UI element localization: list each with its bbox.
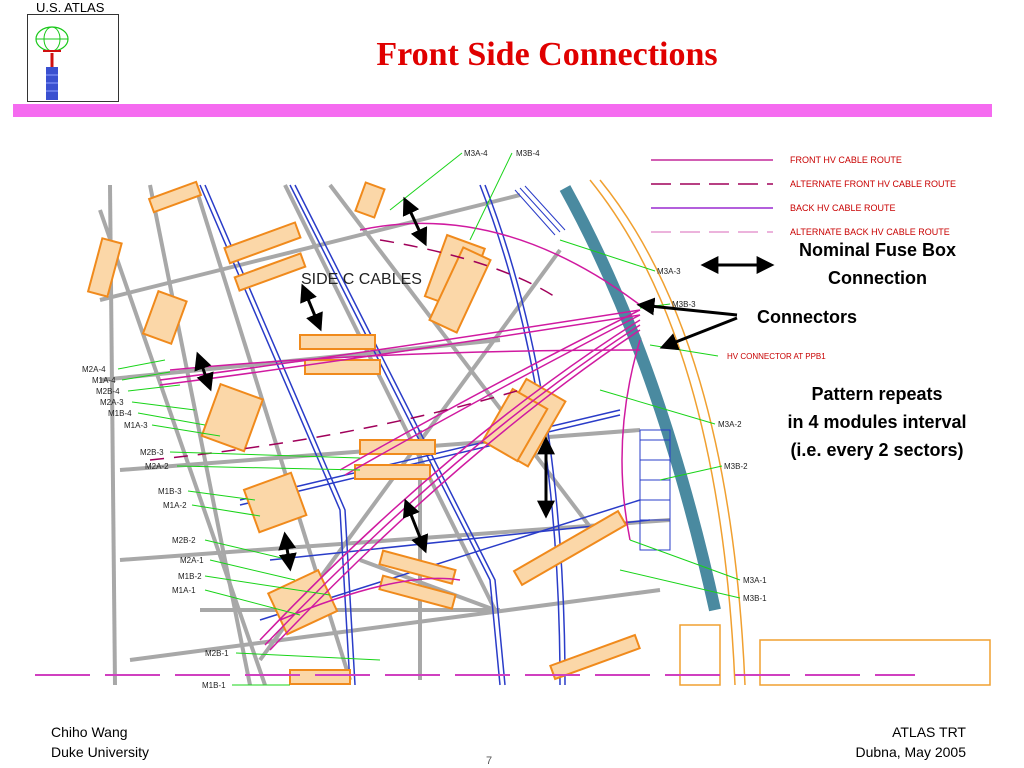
left-module-labels: M2A-4 M1A-4 M2B-4 M2A-3 M1B-4 M1A-3 M2B-… [82,365,229,690]
accent-bar [13,104,992,117]
svg-text:M1A-2: M1A-2 [163,501,187,510]
svg-text:M2B-2: M2B-2 [172,536,196,545]
svg-text:M1A-4: M1A-4 [92,376,116,385]
svg-text:M3A-3: M3A-3 [657,267,681,276]
project-name: ATLAS TRT [892,724,966,740]
connectors-note: Connectors [756,307,857,327]
svg-text:M1B-3: M1B-3 [158,487,182,496]
pattern-note: Pattern repeats in 4 modules interval (i… [787,384,967,460]
event-block: ATLAS TRT Dubna, May 2005 [855,722,966,762]
author-affiliation: Duke University [51,744,150,760]
top-module-labels: M3A-4 M3B-4 [464,149,540,158]
legend-label: ALTERNATE FRONT HV CABLE ROUTE [790,179,956,189]
page-number: 7 [486,755,493,767]
svg-text:M1A-1: M1A-1 [172,586,196,595]
support-frame [98,183,671,686]
event-location: Dubna, May 2005 [855,744,966,760]
svg-text:M3B-4: M3B-4 [516,149,540,158]
svg-text:M3B-1: M3B-1 [743,594,767,603]
cable-tray [559,185,721,612]
author-block: Chiho Wang Duke University [51,722,149,762]
svg-text:M2A-1: M2A-1 [180,556,204,565]
page-title: Front Side Connections [376,36,718,73]
svg-text:M2B-3: M2B-3 [140,448,164,457]
svg-text:M3A-1: M3A-1 [743,576,767,585]
svg-text:M1B-2: M1B-2 [178,572,202,581]
legend-label: ALTERNATE BACK HV CABLE ROUTE [790,227,950,237]
logo-text: U.S. ATLAS [36,0,105,15]
svg-text:M2A-4: M2A-4 [82,365,106,374]
svg-text:M3A-2: M3A-2 [718,420,742,429]
outer-boundary [589,179,991,686]
svg-text:M2A-2: M2A-2 [145,462,169,471]
svg-text:M3B-3: M3B-3 [672,300,696,309]
connection-diagram: FRONT HV CABLE ROUTE ALTERNATE FRONT HV … [35,149,991,690]
legend: FRONT HV CABLE ROUTE ALTERNATE FRONT HV … [651,155,956,237]
side-c-label: SIDE C CABLES [301,271,422,288]
legend-label: BACK HV CABLE ROUTE [790,203,896,213]
fuse-box-note: Nominal Fuse Box Connection [798,240,957,288]
svg-text:M1A-3: M1A-3 [124,421,148,430]
svg-text:M1B-4: M1B-4 [108,409,132,418]
svg-text:M2B-4: M2B-4 [96,387,120,396]
svg-text:M3B-2: M3B-2 [724,462,748,471]
legend-label: FRONT HV CABLE ROUTE [790,155,902,165]
svg-text:M1B-1: M1B-1 [202,681,226,690]
hv-connector-label: HV CONNECTOR AT PPB1 [727,352,826,361]
svg-text:M2B-1: M2B-1 [205,649,229,658]
right-module-labels: M3A-3 M3B-3 M3A-2 M3B-2 M3A-1 M3B-1 [657,267,767,603]
orange-modules [86,180,641,685]
author-name: Chiho Wang [51,724,128,740]
spacing-arrows [194,196,775,572]
us-atlas-logo [27,14,119,102]
svg-text:M2A-3: M2A-3 [100,398,124,407]
svg-text:M3A-4: M3A-4 [464,149,488,158]
